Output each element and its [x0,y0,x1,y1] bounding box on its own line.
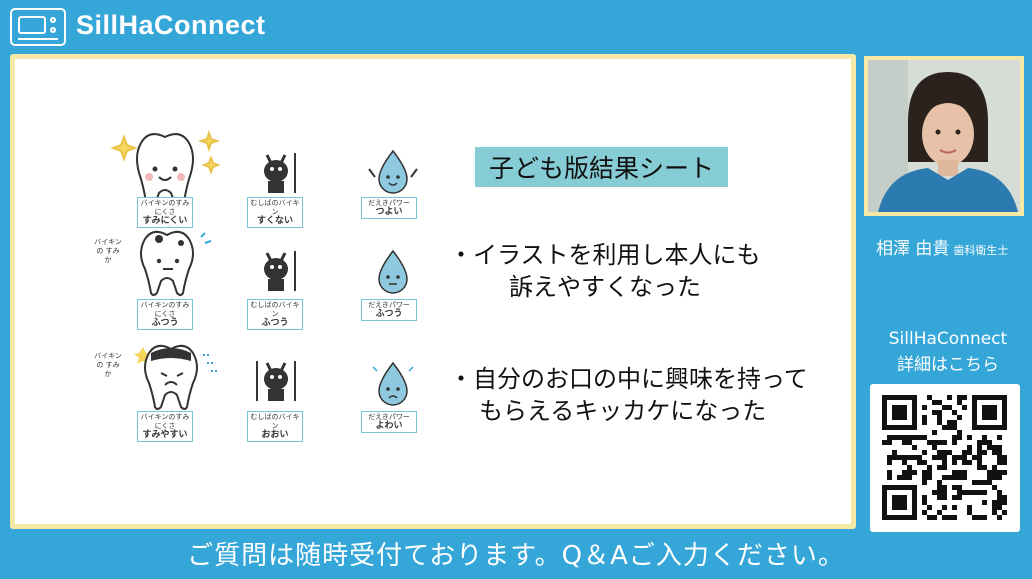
speech-bubble: バイキンの すみか [91,237,125,266]
bullet-2-line-2: もらえるキッカケになった [479,397,767,425]
saliva-label: だえきパワーつよい [361,197,417,219]
link-text: SillHaConnect 詳細はこちら [888,329,1008,375]
germ-label: むしばのバイキンおおい [247,411,303,442]
bullet-1-line-2: 訴えやすくなった [509,273,701,301]
header: SillHaConnect [0,0,1032,52]
tooth-sad-icon [125,341,229,413]
presenter-role: 歯科衛生士 [953,244,1009,257]
tooth-label: バイキンのすみにくさすみにくい [137,197,193,228]
germ-icon [255,247,301,297]
bullet-2-line-1: ・自分のお口の中に興味を持って [449,365,808,393]
tooth-neutral-icon [125,229,215,299]
footer-banner: ご質問は随時受付ております。Q＆Aご入力ください。 [187,541,845,571]
germ-label: むしばのバイキンふつう [247,299,303,330]
speech-bubble: バイキンの すみか [91,351,125,380]
tooth-label: バイキンのすみにくさすみやすい [137,411,193,442]
saliva-drop-icon [369,359,417,409]
germ-icon [253,147,303,199]
germ-label: むしばのバイキンすくない [247,197,303,228]
presenter-video [864,56,1024,216]
slide-title: 子ども版結果シート [475,147,729,187]
presentation-slide: バイキンのすみにくさすみにくい むしばのバイキンすくない だえきパワーつよい バ… [10,54,856,529]
tooth-happy-icon [109,123,221,223]
saliva-label: だえきパワーよわい [361,411,417,433]
bullet-1-line-1: ・イラストを利用し本人にも [449,241,761,269]
tooth-label: バイキンのすみにくさふつう [137,299,193,330]
saliva-label: だえきパワーふつう [361,299,417,321]
brand-title: SillHaConnect [76,10,266,40]
monitor-icon [10,8,66,46]
saliva-drop-icon [371,247,415,297]
presenter-name: 相澤 由貴歯科衛生士 [876,239,1009,259]
qr-code[interactable] [870,384,1020,532]
germ-icon [251,357,305,409]
saliva-drop-icon [367,147,419,197]
